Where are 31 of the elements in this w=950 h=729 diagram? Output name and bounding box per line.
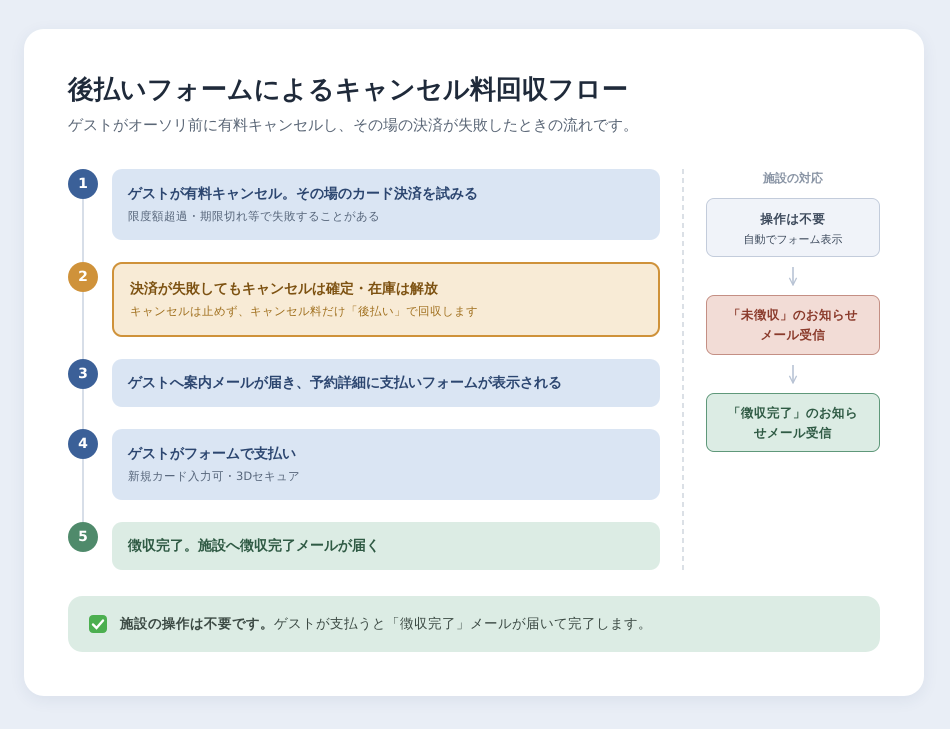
status-box [706,198,880,257]
step-title: 決済が失敗してもキャンセルは確定・在庫は解放 [130,280,439,298]
arrow [788,365,798,384]
step-title: 徴収完了。施設へ徴収完了メールが届く [128,537,381,555]
step-box [112,429,660,500]
connector-line [82,389,84,429]
connector-line [82,199,84,262]
step-box [112,262,660,337]
step-box [112,169,660,240]
step-title: ゲストへ案内メールが届き、予約詳細に支払いフォームが表示される [128,374,563,392]
status-box [706,393,880,452]
subtitle-text: ゲストがオーソリ前に有料キャンセルし、その場の決済が失敗したときの流れです。 [68,116,638,135]
status-box [706,295,880,355]
step-title: ゲストがフォームで支払い [128,445,297,463]
step-note: 新規カード入力可・3Dセキュア [128,469,302,484]
status-note: 自動でフォーム表示 [744,232,842,246]
connector-line [82,459,84,522]
arrow [788,267,798,286]
note-banner [68,596,880,652]
status-title: 操作は不要 [760,210,826,228]
title-heading: 後払いフォームによるキャンセル料回収フロー [68,74,628,107]
step-box [112,359,660,407]
column-heading: 施設の対応 [762,170,824,187]
status-title: 「徴収完了」のお知らせメール受信 [727,404,859,442]
status-title: 「未徴収」のお知らせメール受信 [727,306,859,344]
connector-line [82,292,84,359]
step-title: ゲストが有料キャンセル。その場のカード決済を試みる [128,185,479,203]
note-text: 施設の操作は不要です。ゲストが支払うと「徴収完了」メールが届いて完了します。 [120,615,652,633]
step-note: キャンセルは止めず、キャンセル料だけ「後払い」で回収します [130,304,479,319]
step-box [112,522,660,570]
step-note: 限度額超過・期限切れ等で失敗することがある [128,209,381,224]
